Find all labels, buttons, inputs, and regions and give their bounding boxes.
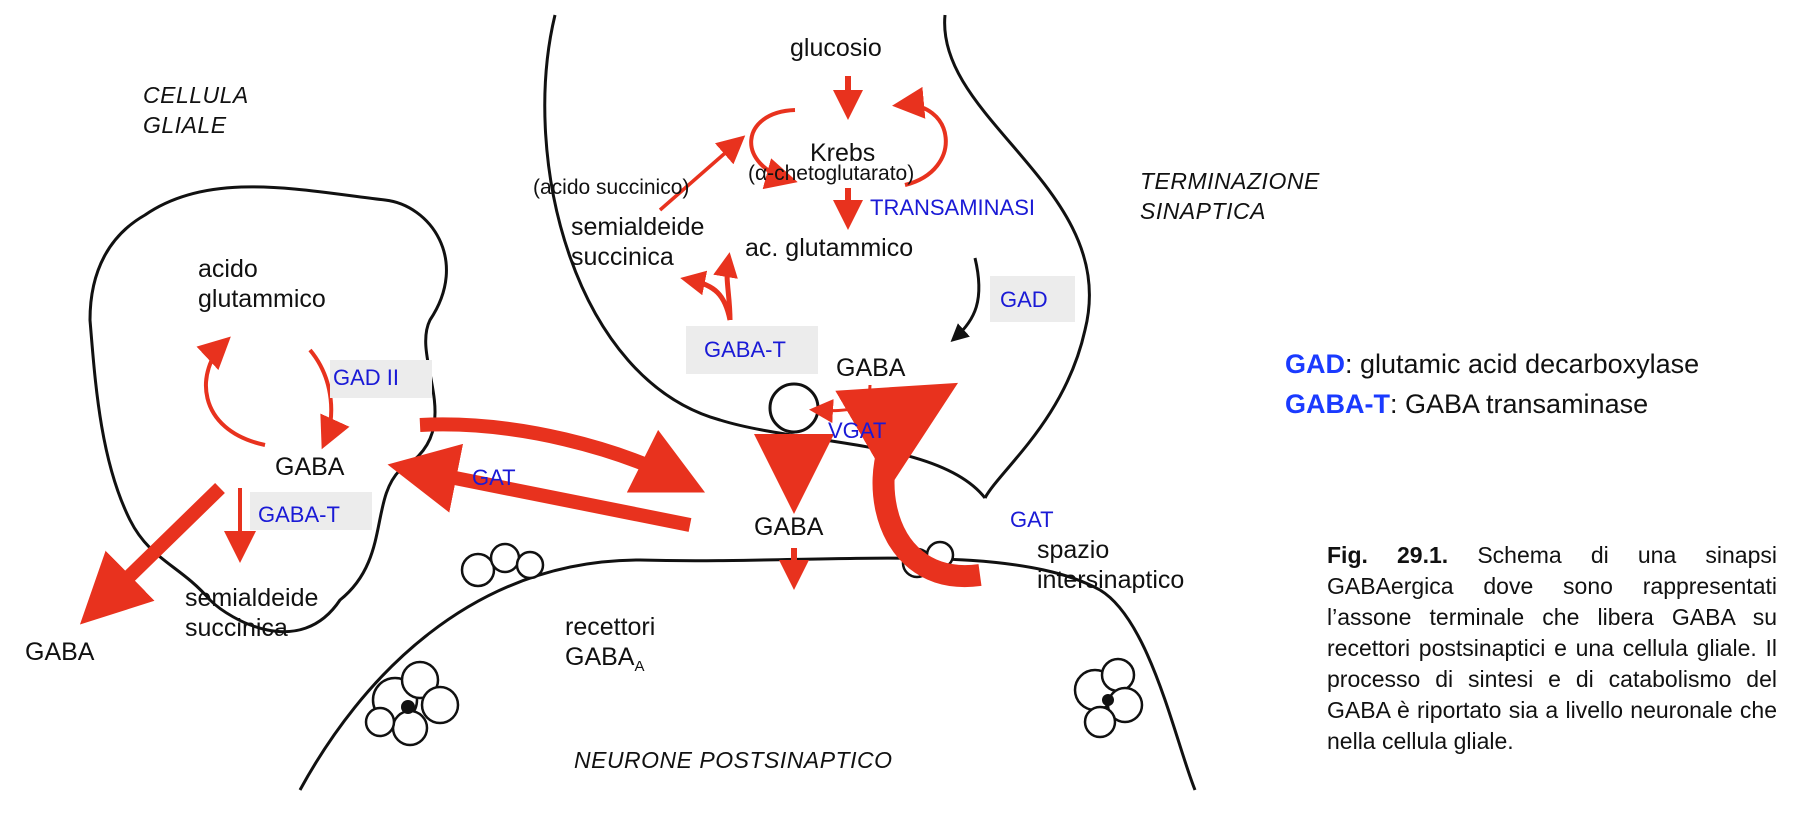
label-acido-glutammico-glia: acido glutammico (198, 255, 326, 313)
label-gaba-terminal: GABA (836, 354, 906, 382)
label-recettori-text: recettori (565, 613, 656, 641)
legend-gabat-text: : GABA transaminase (1389, 389, 1649, 419)
label-gad: GAD (1000, 287, 1048, 312)
label-gaba-a-sub: A (634, 658, 645, 675)
arrow-gad (950, 257, 981, 343)
arrow-glia-gaba-to-glutammico (196, 336, 266, 447)
arrow-glia-gaba-out (79, 482, 225, 625)
legend-gad-text: : glutamic acid decarboxylase (1345, 349, 1700, 379)
label-glucosio: glucosio (790, 34, 882, 62)
arrow-gat-reuptake (835, 382, 982, 588)
figure-caption: Fig. 29.1. Schema di una sinapsi GABAerg… (1327, 540, 1777, 757)
label-krebs: Krebs (810, 139, 876, 167)
caption-figure-no: Fig. 29.1. (1327, 542, 1449, 568)
label-gaba-t-top: GABA-T (704, 337, 786, 362)
receptor-center-left (401, 700, 415, 714)
legend-gad: GAD: glutamic acid decarboxylase (1285, 344, 1699, 384)
label-semialdeide-glia: semialdeide succinica (185, 584, 319, 642)
legend-gabat: GABA-T: GABA transaminase (1285, 384, 1699, 424)
label-gaba-cleft: GABA (754, 513, 824, 541)
legend-gabat-key: GABA-T (1285, 389, 1390, 419)
legend-gad-key: GAD (1285, 349, 1345, 379)
label-recettori: recettori GABAA (565, 612, 655, 682)
label-semialdeide-top: semialdeide succinica (571, 213, 705, 271)
caption-text: Schema di una sinapsi GABAergica dove so… (1327, 542, 1777, 754)
krebs-cycle-right-arc (892, 86, 948, 187)
label-transaminasi: TRANSAMINASI (870, 195, 1036, 220)
arrow-gat-glia (387, 443, 692, 532)
vesicle-circle (768, 382, 820, 434)
label-vgat: VGAT (828, 418, 887, 443)
label-gad-ii: GAD II (333, 365, 400, 390)
label-chetoglutarato: (α-chetoglutarato) (748, 162, 915, 185)
receptor-blob-left (364, 542, 545, 747)
arrow-gabat-branch-b (713, 252, 738, 321)
label-gaba-t-glia: GABA-T (258, 502, 340, 527)
enzyme-box-gad (990, 276, 1075, 322)
label-spazio: spazio intersinaptico (1037, 536, 1185, 594)
label-gat-right: GAT (1010, 507, 1054, 532)
label-gaba-a: GABA (565, 643, 635, 671)
legend: GAD: glutamic acid decarboxylase GABA-T:… (1285, 344, 1699, 424)
receptor-center-right (1102, 694, 1114, 706)
synaptic-terminal-outline-right (943, 14, 1091, 499)
glial-cell-outline (88, 185, 448, 633)
postsynaptic-outline (298, 556, 1197, 791)
arrow-gaba-vesicle (809, 384, 872, 424)
arrow-gabat-branch-a (680, 270, 733, 321)
label-gaba-out: GABA (25, 638, 95, 666)
label-acido-succinico: (acido succinico) (533, 176, 690, 199)
krebs-cycle-left-arc (749, 108, 798, 190)
label-cellula-gliale: CELLULA GLIALE (143, 82, 249, 138)
arrow-succinico-krebs (658, 135, 746, 212)
label-gat-left: GAT (472, 465, 516, 490)
label-ac-glutammico: ac. glutammico (745, 234, 914, 262)
enzyme-box-gabat (686, 326, 818, 374)
label-terminazione: TERMINAZIONE SINAPTICA (1140, 168, 1320, 224)
label-gaba-glia: GABA (275, 453, 345, 481)
label-neurone: NEURONE POSTSINAPTICO (574, 747, 893, 773)
arrow-gaba-to-cleft (419, 417, 706, 493)
enzyme-box-gad-ii (330, 360, 432, 398)
arrow-glia-glutammico-to-gaba (308, 348, 350, 450)
enzyme-box-gabat-glia (250, 492, 372, 530)
